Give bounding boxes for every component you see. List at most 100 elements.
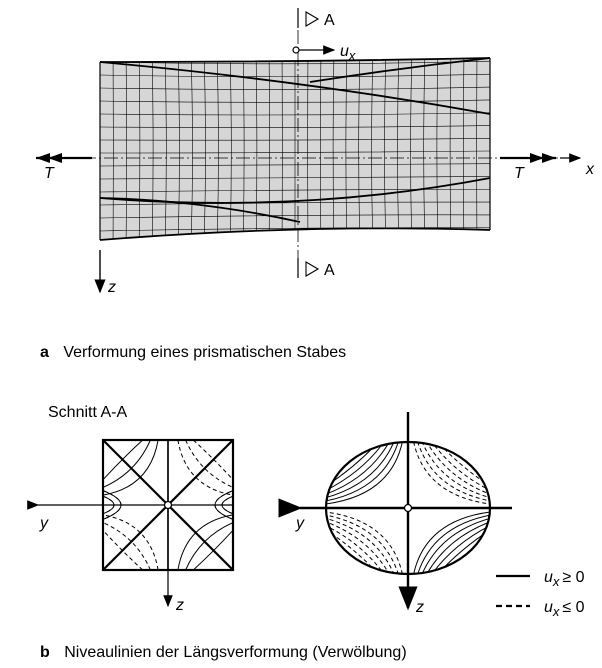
bar-twist-valley bbox=[99, 197, 301, 223]
ellipse-contour bbox=[425, 442, 490, 495]
mesh-line-v bbox=[371, 58, 374, 240]
cut-marker-bottom: A bbox=[297, 258, 335, 279]
bar-mesh bbox=[100, 58, 490, 244]
mesh-line-v bbox=[436, 58, 439, 240]
caption-b-letter: b bbox=[40, 644, 50, 661]
ellipse-contour bbox=[422, 519, 490, 574]
ellipse-contour bbox=[416, 514, 490, 574]
mesh-line-h bbox=[100, 73, 490, 78]
legend: ux≥ 0 ux≤ 0 bbox=[496, 569, 585, 619]
section-title: Schnitt A-A bbox=[48, 404, 127, 421]
mesh-line-v bbox=[423, 58, 426, 240]
mesh-line-h bbox=[100, 201, 490, 206]
ellipse-contour bbox=[419, 442, 490, 499]
legend-solid-var: u bbox=[544, 569, 553, 586]
cut-label-bottom: A bbox=[324, 262, 335, 279]
z-axis-arrow: z bbox=[94, 250, 116, 296]
mesh-line-v bbox=[229, 58, 232, 240]
torque-label-left: T bbox=[44, 165, 55, 182]
ellipse-contour bbox=[326, 442, 403, 504]
mesh-line-h bbox=[100, 227, 490, 232]
ellipse-contour bbox=[422, 442, 490, 497]
ellipse-contour bbox=[413, 442, 490, 504]
mesh-line-v bbox=[384, 58, 387, 240]
mesh-line-v bbox=[410, 58, 413, 240]
legend-dashed-sub: x bbox=[552, 604, 560, 619]
ellipse-section: y z bbox=[278, 412, 512, 616]
ellipse-contour bbox=[326, 442, 391, 495]
mesh-line-h bbox=[100, 99, 490, 103]
ellipse-contour bbox=[413, 512, 490, 574]
ellipse-contour bbox=[419, 517, 490, 574]
mesh-line-h bbox=[100, 214, 490, 219]
mesh-line-v bbox=[268, 58, 270, 240]
legend-solid-rel: ≥ 0 bbox=[562, 569, 584, 586]
mesh-line-v bbox=[203, 58, 206, 240]
legend-dashed-rel: ≤ 0 bbox=[562, 599, 584, 616]
bar-twist-edge-upper bbox=[99, 61, 491, 115]
square-contour bbox=[103, 514, 159, 570]
ellipse-contour bbox=[326, 442, 397, 499]
ux-arrow: ux bbox=[292, 43, 356, 63]
mesh-line-v bbox=[125, 58, 127, 240]
mesh-line-h bbox=[100, 241, 490, 244]
mesh-line-h bbox=[100, 86, 490, 90]
cut-label-top: A bbox=[324, 12, 335, 29]
ellipse-contour bbox=[326, 510, 405, 574]
mesh-line-v bbox=[320, 58, 322, 240]
ellipse-contour bbox=[411, 510, 490, 574]
mesh-line-h bbox=[100, 150, 490, 154]
mesh-line-h bbox=[100, 125, 490, 128]
torque-label-right: T bbox=[514, 165, 525, 182]
square-z-label: z bbox=[175, 597, 184, 614]
caption-b: b Niveaulinien der Längsverformung (Verw… bbox=[40, 644, 407, 661]
mesh-line-v bbox=[242, 58, 245, 240]
legend-dashed-label: ux≤ 0 bbox=[544, 599, 585, 619]
ellipse-contour bbox=[425, 521, 490, 574]
ellipse-contour bbox=[326, 517, 397, 574]
ellipse-contour bbox=[326, 442, 394, 497]
ellipse-contour bbox=[326, 519, 394, 574]
x-axis-arrow: x bbox=[560, 153, 595, 178]
mesh-line-h bbox=[100, 188, 490, 193]
ellipse-y-label: y bbox=[295, 515, 305, 532]
mesh-line-v bbox=[397, 58, 400, 240]
mesh-line-v bbox=[151, 58, 154, 240]
torque-arrow-left: T bbox=[36, 153, 92, 182]
legend-solid-label: ux≥ 0 bbox=[544, 569, 585, 589]
mesh-line-v bbox=[449, 58, 452, 240]
torque-arrow-right: T bbox=[500, 153, 556, 182]
mesh-line-h bbox=[100, 176, 490, 180]
bar-bottom-edge bbox=[99, 227, 491, 241]
mesh-line-v bbox=[177, 58, 180, 240]
mesh-line-h bbox=[100, 60, 490, 65]
ux-subscript: x bbox=[348, 48, 356, 63]
ellipse-contour bbox=[326, 512, 403, 574]
mesh-line-v bbox=[345, 58, 348, 240]
ellipse-contour bbox=[326, 442, 400, 502]
svg-text:ux: ux bbox=[340, 43, 356, 63]
z-axis-label: z bbox=[107, 279, 116, 296]
cut-marker-top: A bbox=[297, 8, 335, 29]
legend-solid-sub: x bbox=[552, 574, 560, 589]
ellipse-contour bbox=[326, 514, 400, 574]
square-contour bbox=[177, 440, 233, 496]
caption-b-text: Niveaulinien der Längsverformung (Verwöl… bbox=[64, 644, 406, 661]
x-axis-label: x bbox=[585, 161, 595, 178]
bar-twist-ridge bbox=[309, 57, 491, 83]
ellipse-contour bbox=[326, 521, 391, 574]
mesh-line-v bbox=[190, 58, 193, 240]
ux-label: u bbox=[340, 43, 349, 60]
mesh-line-h bbox=[100, 112, 490, 116]
ellipse-contour bbox=[416, 442, 490, 502]
caption-a-letter: a bbox=[40, 344, 49, 361]
mesh-line-v bbox=[255, 58, 258, 240]
mesh-line-v bbox=[138, 58, 141, 240]
ellipse-z-label: z bbox=[415, 599, 424, 616]
square-section: y z bbox=[27, 438, 235, 614]
bar-top-edge bbox=[99, 57, 491, 63]
caption-a: a Verformung eines prismatischen Stabes bbox=[40, 344, 346, 361]
ellipse-contour bbox=[326, 442, 405, 506]
mesh-line-h bbox=[100, 163, 490, 167]
